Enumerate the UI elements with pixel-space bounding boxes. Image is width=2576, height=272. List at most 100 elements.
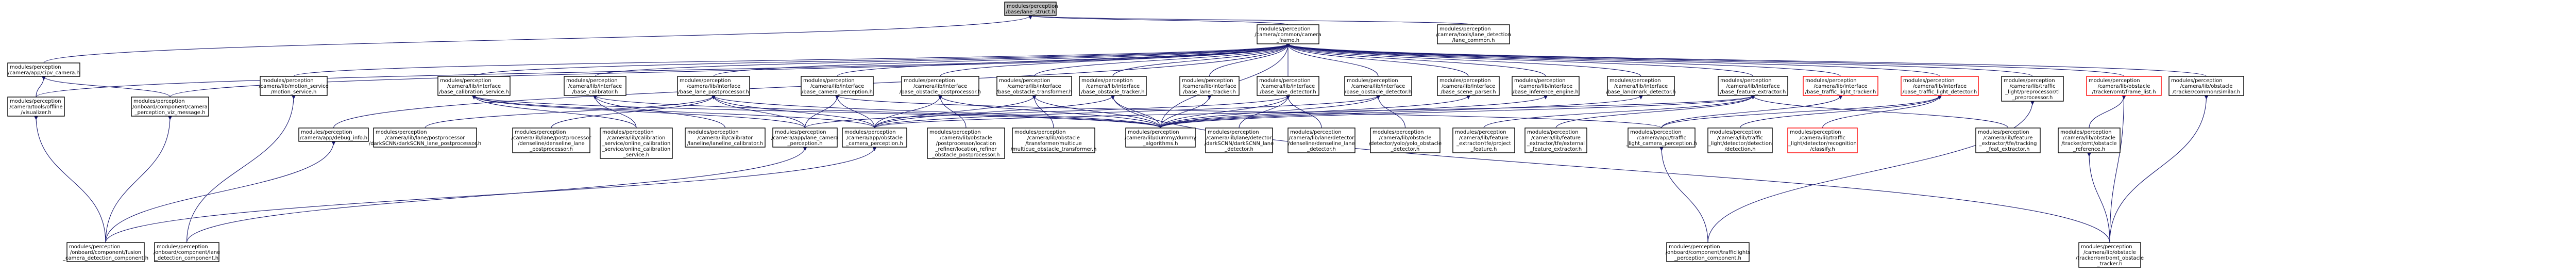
node-tl-preprocessor[interactable]: modules/perception/camera/lib/traffic_li…	[2001, 76, 2064, 102]
node-tl-detection[interactable]: modules/perception/camera/lib/traffic_li…	[1707, 127, 1773, 153]
node-base-calibration-service[interactable]: modules/perception/camera/lib/interface/…	[437, 76, 511, 96]
node-label-line: modules/perception	[844, 130, 896, 135]
node-label-line: /base_obstacle_tracker.h	[1081, 89, 1144, 95]
node-box	[154, 242, 219, 262]
node-box	[1707, 127, 1773, 153]
node-base-obstacle-transformer[interactable]: modules/perception/camera/lib/interface/…	[996, 76, 1072, 96]
node-base-obstacle-detector[interactable]: modules/perception/camera/lib/interface/…	[1344, 76, 1412, 96]
node-laneline-calibrator[interactable]: modules/perception/camera/lib/calibrator…	[685, 127, 766, 148]
node-base-lane-detector[interactable]: modules/perception/camera/lib/interface/…	[1257, 76, 1319, 96]
node-frame-list[interactable]: modules/perception/camera/lib/obstacle/t…	[2086, 76, 2162, 96]
node-label-line: modules/perception	[687, 130, 739, 135]
edge-camera-perception-viz-to-fusion-camera-detection-component	[105, 116, 172, 243]
node-denseline-lane-detector[interactable]: modules/perception/camera/lib/lane/detec…	[1287, 127, 1355, 153]
node-base-feature-extractor[interactable]: modules/perception/camera/lib/interface/…	[1718, 76, 1788, 96]
node-omt-obstacle-tracker[interactable]: modules/perception/camera/lib/obstacle/t…	[2076, 242, 2144, 268]
node-label-line: /camera/lib/interface	[1351, 84, 1405, 89]
node-traffic-light-camera-perception[interactable]: modules/perception/camera/app/traffic_li…	[1625, 127, 1697, 148]
edge-base-calibrator-to-laneline-calibrator	[593, 95, 726, 129]
node-base-traffic-light-tracker[interactable]: modules/perception/camera/lib/interface/…	[1803, 76, 1878, 96]
node-lane-detection-component[interactable]: modules/perception/onboard/component/lan…	[154, 242, 220, 262]
node-label-line: _refiner/location_refiner	[935, 147, 997, 152]
node-base-traffic-light-detector[interactable]: modules/perception/camera/lib/interface/…	[1901, 76, 1979, 96]
node-base-lane-tracker[interactable]: modules/perception/camera/lib/interface/…	[1179, 76, 1240, 96]
node-label-line: /camera/lib/interface	[1086, 84, 1140, 89]
node-base-landmark-detector[interactable]: modules/perception/camera/lib/interface/…	[1606, 76, 1676, 96]
edge-frame-h-to-base-traffic-light-tracker	[1286, 43, 1841, 77]
node-label-line: _preprocessor.h	[2012, 95, 2053, 101]
node-dummy-algorithms[interactable]: modules/perception/camera/lib/dummy/dumm…	[1125, 127, 1196, 148]
node-base-camera-perception[interactable]: modules/perception/camera/lib/interface/…	[801, 76, 874, 96]
node-label-line: _feature.h	[1470, 147, 1497, 152]
node-label-line: /base_scene_parser.h	[1440, 89, 1496, 95]
node-label-line: /transformer/multicue	[1025, 141, 1082, 147]
node-frame-h[interactable]: modules/perception/camera/common/camera_…	[1255, 24, 1321, 44]
node-box	[1437, 76, 1500, 96]
node-label-line: modules/perception	[2060, 130, 2112, 135]
node-tracking-feat-extractor[interactable]: modules/perception/camera/lib/feature_ex…	[1975, 127, 2041, 153]
node-trafficlights-perception-component[interactable]: modules/perception/onboard/component/tra…	[1666, 242, 1751, 262]
node-label-line: modules/perception	[1259, 26, 1311, 32]
node-online-calibration-service[interactable]: modules/perception/camera/lib/calibratio…	[600, 127, 673, 159]
node-label-line: modules/perception	[1514, 78, 1566, 84]
node-label-line: modules/perception	[1903, 78, 1955, 84]
node-label-line: /camera/lib/lane/postprocessor	[385, 135, 466, 141]
node-base-lane-postprocessor[interactable]: modules/perception/camera/lib/interface/…	[677, 76, 750, 96]
node-lane-struct[interactable]: modules/perception/base/lane_struct.h	[1004, 2, 1058, 16]
node-box	[1004, 2, 1057, 16]
node-label-line: _service/online_calibration	[602, 141, 671, 147]
node-camera-tools-lane[interactable]: modules/perception/camera/tools/lane_det…	[1436, 24, 1511, 44]
node-box	[927, 127, 1005, 159]
node-location-refiner[interactable]: modules/perception/camera/lib/obstacle/p…	[927, 127, 1005, 159]
node-label-line: /base_obstacle_detector.h	[1345, 89, 1412, 95]
node-denseline-lane-postprocessor[interactable]: modules/perception/camera/lib/lane/postp…	[512, 127, 592, 153]
node-obstacle-reference[interactable]: modules/perception/camera/lib/obstacle/t…	[2058, 127, 2121, 153]
node-label-line: /camera/lib/traffic	[1800, 135, 1845, 141]
node-similar[interactable]: modules/perception/camera/lib/obstacle/t…	[2168, 76, 2244, 96]
node-cipv-camera[interactable]: modules/perception/camera/app/cipv_camer…	[7, 62, 80, 77]
node-obstacle-camera-perception[interactable]: modules/perception/camera/app/obstacle_c…	[842, 127, 907, 148]
node-label-line: /camera/lib/traffic	[1717, 135, 1763, 141]
edge-base-lane-detector-to-dummy-algorithms	[1160, 95, 1290, 129]
node-label-line: /camera/lib/calibrator	[698, 135, 754, 141]
node-box	[1012, 127, 1095, 153]
node-base-obstacle-postprocessor[interactable]: modules/perception/camera/lib/interface/…	[900, 76, 981, 96]
node-external-feature-extractor[interactable]: modules/perception/camera/lib/feature_ex…	[1524, 127, 1587, 153]
node-label-line: _camera_detection_component.h	[62, 255, 148, 261]
node-debug-info[interactable]: modules/perception/camera/app/debug_info…	[298, 127, 369, 142]
node-box	[1125, 127, 1196, 148]
node-label-line: /camera/lib/interface	[568, 84, 622, 89]
node-tl-classify[interactable]: modules/perception/camera/lib/traffic_li…	[1787, 127, 1858, 153]
node-yolo-obstacle-detector[interactable]: modules/perception/camera/lib/obstacle/d…	[1369, 127, 1442, 153]
node-base-obstacle-tracker[interactable]: modules/perception/camera/lib/interface/…	[1079, 76, 1147, 96]
node-label-line: /camera/lib/interface	[687, 84, 740, 89]
node-fusion-camera-detection-component[interactable]: modules/perception/onboard/component/fus…	[62, 242, 148, 262]
edge-base-lane-postprocessor-to-dummy-algorithms	[711, 95, 1161, 129]
node-label-line: _light/detector/detection	[1708, 141, 1772, 147]
node-multicue-transformer[interactable]: modules/perception/camera/lib/obstacle/t…	[1011, 127, 1097, 153]
node-base-calibrator[interactable]: modules/perception/camera/lib/interface/…	[564, 76, 626, 96]
node-motion-service[interactable]: modules/perception/camera/lib/motion_ser…	[259, 76, 329, 96]
node-label-line: _feat_extractor.h	[1986, 147, 2029, 152]
node-label-line: /onboard/component/lane	[154, 250, 220, 255]
node-label-line: modules/perception	[1455, 130, 1506, 135]
node-camera-perception-viz[interactable]: modules/perception/onboard/component/cam…	[131, 97, 209, 117]
node-label-line: /tracker/omt/obstacle	[2061, 141, 2116, 147]
node-box	[7, 62, 80, 77]
node-darkscnn-lane-postprocessor[interactable]: modules/perception/camera/lib/lane/postp…	[369, 127, 481, 148]
node-lane-camera-perception[interactable]: modules/perception/camera/app/lane_camer…	[771, 127, 839, 148]
node-darkscnn-lane-detector[interactable]: modules/perception/camera/lib/lane/detec…	[1205, 127, 1274, 153]
node-visualizer[interactable]: modules/perception/camera/tools/offline/…	[7, 97, 65, 117]
node-label-line: modules/perception	[999, 78, 1050, 84]
node-box	[7, 97, 65, 117]
edge-base-lane-detector-to-lane-camera-perception	[804, 95, 1290, 129]
node-label-line: modules/perception	[904, 78, 955, 84]
node-base-scene-parser[interactable]: modules/perception/camera/lib/interface/…	[1437, 76, 1500, 96]
node-box	[1803, 76, 1878, 96]
edge-base-calibration-service-to-lane-camera-perception	[472, 95, 806, 129]
node-project-feature[interactable]: modules/perception/camera/lib/feature_ex…	[1452, 127, 1515, 153]
node-label-line: /base_obstacle_transformer.h	[996, 89, 1072, 95]
edge-lane-struct-to-camera-tools-lane	[1028, 15, 1474, 25]
node-label-line: _feature_extractor.h	[1530, 147, 1582, 152]
node-base-inference-engine[interactable]: modules/perception/camera/lib/interface/…	[1512, 76, 1580, 96]
